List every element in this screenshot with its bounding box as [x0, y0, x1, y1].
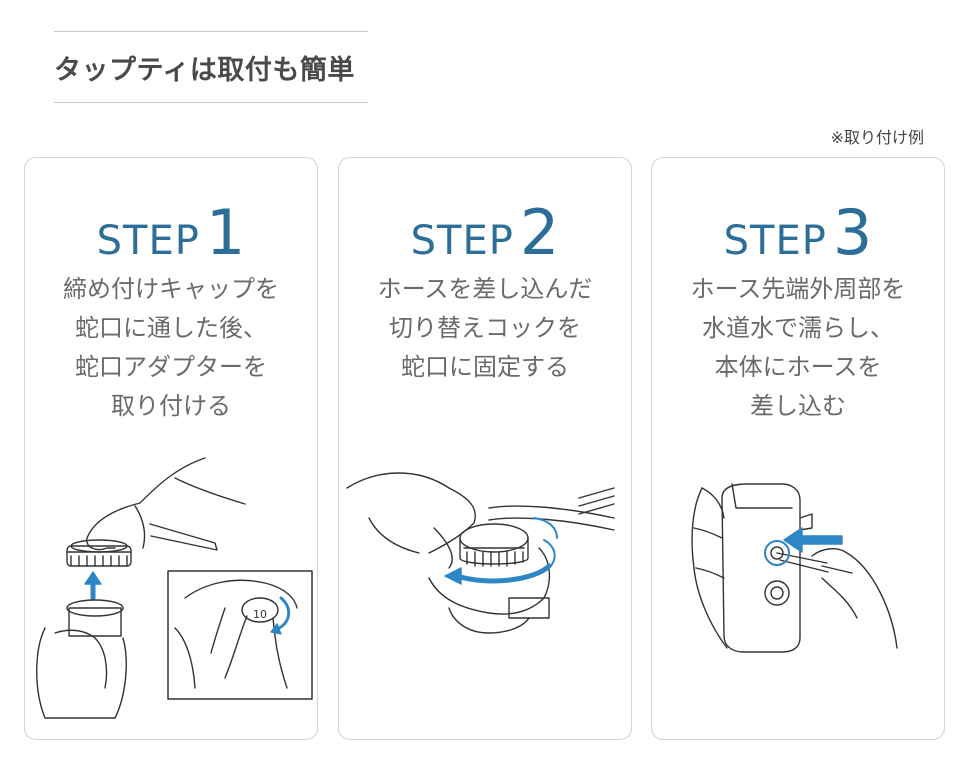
step-word: STEP	[723, 218, 827, 264]
step-number: 3	[832, 196, 873, 269]
description-line: 水道水で濡らし、	[702, 314, 894, 342]
step-heading-3: STEP3	[652, 196, 944, 269]
description-line: 蛇口アダプターを	[75, 353, 267, 381]
step-1-illustration: 10	[25, 448, 317, 738]
description-line: 蛇口に固定する	[401, 353, 569, 381]
step-description-2: ホースを差し込んだ 切り替えコックを 蛇口に固定する	[339, 270, 631, 387]
description-line: 本体にホースを	[714, 353, 882, 381]
description-line: 差し込む	[750, 392, 846, 420]
step-card-3: STEP3 ホース先端外周部を 水道水で濡らし、 本体にホースを 差し込む	[651, 157, 945, 740]
step-heading-1: STEP1	[25, 196, 317, 269]
step-description-1: 締め付けキャップを 蛇口に通した後、 蛇口アダプターを 取り付ける	[25, 270, 317, 426]
step-number: 2	[519, 196, 560, 269]
step-word: STEP	[410, 218, 514, 264]
step-3-illustration	[652, 448, 944, 738]
step-word: STEP	[96, 218, 200, 264]
step-card-2: STEP2 ホースを差し込んだ 切り替えコックを 蛇口に固定する	[338, 157, 632, 740]
description-line: 締め付けキャップを	[63, 275, 279, 303]
example-note: ※取り付け例	[830, 128, 924, 147]
step-number: 1	[205, 196, 246, 269]
title-box: タップティは取付も簡単	[54, 31, 368, 103]
svg-text:10: 10	[253, 608, 267, 621]
step-description-3: ホース先端外周部を 水道水で濡らし、 本体にホースを 差し込む	[652, 270, 944, 426]
description-line: 取り付ける	[111, 392, 231, 420]
description-line: 切り替えコックを	[389, 314, 581, 342]
description-line: ホースを差し込んだ	[377, 275, 593, 303]
step-heading-2: STEP2	[339, 196, 631, 269]
description-line: ホース先端外周部を	[690, 275, 906, 303]
step-card-1: STEP1 締め付けキャップを 蛇口に通した後、 蛇口アダプターを 取り付ける	[24, 157, 318, 740]
step-2-illustration	[339, 448, 631, 738]
description-line: 蛇口に通した後、	[75, 314, 267, 342]
page-title: タップティは取付も簡単	[54, 54, 355, 86]
